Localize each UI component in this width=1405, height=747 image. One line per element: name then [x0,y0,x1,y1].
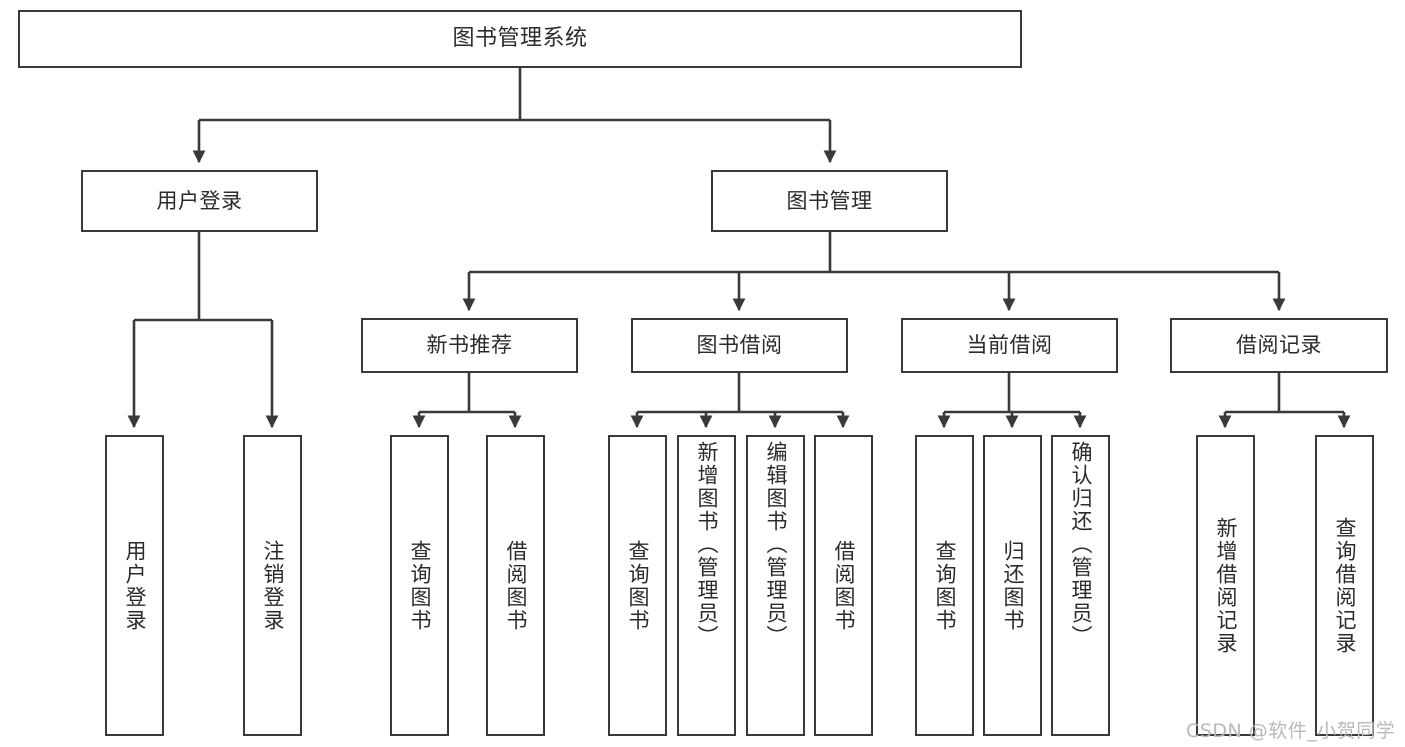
node-leaf-query-record[interactable]: 查询借阅记录 [1315,435,1374,736]
node-leaf-borrow-book-bor-label: 借阅图书 [832,539,856,632]
node-leaf-query-book-bor[interactable]: 查询图书 [608,435,667,736]
node-leaf-add-book-label: 新增图书（管理员） [695,441,719,648]
node-new-book-rec-label: 新书推荐 [426,333,513,358]
node-leaf-add-record-label: 新增借阅记录 [1214,516,1238,655]
node-leaf-query-book-cur[interactable]: 查询图书 [915,435,974,736]
node-leaf-borrow-book-rec-label: 借阅图书 [504,539,528,632]
node-leaf-logout[interactable]: 注销登录 [243,435,302,736]
node-current-borrow[interactable]: 当前借阅 [901,318,1118,373]
node-leaf-user-login-label: 用户登录 [123,539,147,632]
node-new-book-rec[interactable]: 新书推荐 [361,318,578,373]
node-leaf-edit-book[interactable]: 编辑图书（管理员） [746,435,805,736]
csdn-watermark: CSDN @软件_小贺同学 [1186,720,1396,742]
node-leaf-query-book-bor-label: 查询图书 [626,539,650,632]
node-book-manage-label: 图书管理 [786,188,873,213]
node-leaf-query-record-label: 查询借阅记录 [1333,516,1357,655]
node-leaf-user-login[interactable]: 用户登录 [105,435,164,736]
node-leaf-borrow-book-bor[interactable]: 借阅图书 [814,435,873,736]
node-borrow-record[interactable]: 借阅记录 [1170,318,1388,373]
node-user-login[interactable]: 用户登录 [81,170,318,232]
node-leaf-confirm-return-label: 确认归还（管理员） [1069,441,1093,648]
node-book-borrow[interactable]: 图书借阅 [631,318,848,373]
node-root-label: 图书管理系统 [452,26,588,52]
node-book-borrow-label: 图书借阅 [696,333,783,358]
node-leaf-query-book-rec[interactable]: 查询图书 [390,435,449,736]
node-user-login-label: 用户登录 [156,188,243,213]
node-leaf-borrow-book-rec[interactable]: 借阅图书 [486,435,545,736]
node-leaf-return-book[interactable]: 归还图书 [983,435,1042,736]
node-leaf-return-book-label: 归还图书 [1001,539,1025,632]
node-leaf-confirm-return[interactable]: 确认归还（管理员） [1051,435,1110,736]
node-leaf-edit-book-label: 编辑图书（管理员） [764,441,788,648]
node-book-manage[interactable]: 图书管理 [711,170,948,232]
node-root[interactable]: 图书管理系统 [18,10,1022,68]
node-leaf-add-record[interactable]: 新增借阅记录 [1196,435,1255,736]
node-borrow-record-label: 借阅记录 [1236,333,1322,358]
node-current-borrow-label: 当前借阅 [966,333,1053,358]
node-leaf-logout-label: 注销登录 [261,539,285,632]
node-leaf-add-book[interactable]: 新增图书（管理员） [677,435,736,736]
node-leaf-query-book-rec-label: 查询图书 [408,539,432,632]
node-leaf-query-book-cur-label: 查询图书 [933,539,957,632]
